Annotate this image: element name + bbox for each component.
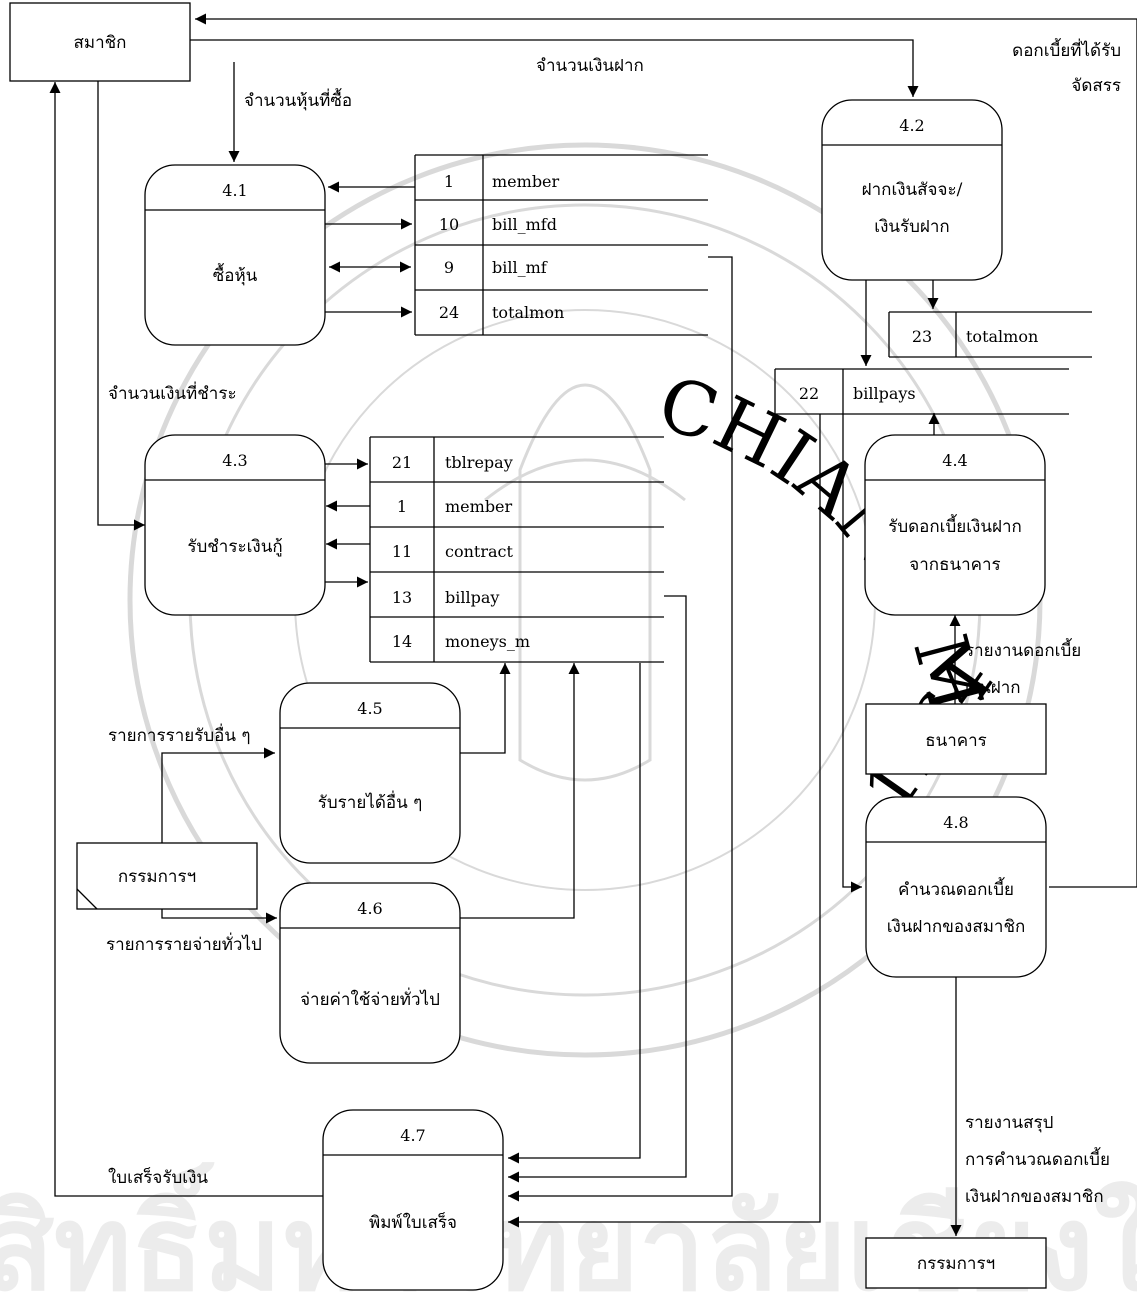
datastore-number: 11: [392, 542, 412, 561]
datastore-name: bill_mfd: [492, 215, 557, 234]
external-entity-label: กรรมการฯ: [917, 1254, 995, 1274]
flow-label-summary-report: การคำนวณดอกเบี้ย: [965, 1147, 1110, 1170]
flow-label-payment-amount: จำนวนเงินที่ชำระ: [108, 381, 237, 404]
flow-label-summary-report: รายงานสรุป: [965, 1113, 1053, 1133]
process-label: รับรายได้อื่น ๆ: [318, 790, 423, 813]
datastore-13-billpay: 13 billpay: [369, 572, 664, 618]
external-entity-label: สมาชิก: [74, 33, 127, 53]
flow-label-other-income-items: รายการรายรับอื่น ๆ: [108, 723, 251, 746]
datastore-number: 1: [397, 497, 407, 516]
process-4-2: 4.2 ฝากเงินสัจจะ/ เงินรับฝาก: [821, 99, 1003, 281]
datastore-23-totalmon: 23 totalmon: [888, 311, 1092, 358]
datastore-name: totalmon: [966, 327, 1038, 346]
flow-labels: ดอกเบี้ยที่ได้รับ จัดสรร จำนวนเงินฝาก จำ…: [106, 38, 1121, 1207]
datastore-9-bill-mf: 9 bill_mf: [414, 245, 708, 291]
datastore-number: 14: [392, 632, 412, 651]
process-id: 4.1: [222, 181, 247, 200]
process-4-4: 4.4 รับดอกเบี้ยเงินฝาก จากธนาคาร: [864, 434, 1046, 616]
datastore-number: 21: [392, 453, 412, 472]
process-label: เงินรับฝาก: [874, 217, 949, 237]
process-label: พิมพ์ใบเสร็จ: [369, 1211, 457, 1233]
datastore-group-4-1: 1 member 10 bill_mfd 9 bill_mf 24 totalm…: [414, 154, 708, 336]
flow-label-shares-bought: จำนวนหุ้นที่ซื้อ: [244, 88, 352, 111]
datastore-number: 10: [439, 215, 459, 234]
datastore-22-billpays: 22 billpays: [774, 368, 1069, 415]
external-entity-label: ธนาคาร: [925, 731, 987, 751]
datastore-name: billpays: [853, 384, 916, 403]
process-4-7: 4.7 พิมพ์ใบเสร็จ: [322, 1109, 504, 1291]
flow-label-interest-allocated: จัดสรร: [1071, 76, 1121, 96]
external-entity-committee: กรรมการฯ: [76, 842, 258, 910]
flow-label-summary-report: เงินฝากของสมาชิก: [965, 1187, 1104, 1207]
flow-label-bank-interest-report: เงินฝาก: [965, 678, 1021, 698]
datastore-name: moneys_m: [445, 632, 530, 651]
datastore-number: 24: [439, 303, 459, 322]
process-label: คำนวณดอกเบี้ย: [898, 877, 1014, 900]
process-id: 4.3: [222, 451, 247, 470]
datastore-1-member: 1 member: [414, 154, 708, 201]
datastore-1-member-b: 1 member: [369, 482, 664, 528]
datastore-name: bill_mf: [492, 258, 548, 277]
process-id: 4.6: [357, 899, 382, 918]
external-entity-label: กรรมการฯ: [118, 867, 196, 887]
process-label: รับชำระเงินกู้: [187, 537, 282, 557]
process-4-3: 4.3 รับชำระเงินกู้: [144, 434, 326, 616]
process-label: รับดอกเบี้ยเงินฝาก: [888, 514, 1022, 537]
flow-label-general-expense-items: รายการรายจ่ายทั่วไป: [106, 932, 262, 955]
external-entity-member: สมาชิก: [9, 2, 191, 82]
external-entity-committee-bottom: กรรมการฯ: [865, 1237, 1047, 1289]
datastore-21-tblrepay: 21 tblrepay: [369, 436, 664, 483]
flow-lines: [49, 13, 1137, 1236]
external-entity-bank: ธนาคาร: [865, 703, 1047, 775]
datastore-11-contract: 11 contract: [369, 527, 664, 573]
datastore-name: member: [492, 172, 560, 191]
datastore-name: billpay: [445, 588, 499, 607]
datastore-number: 22: [799, 384, 819, 403]
datastore-name: member: [445, 497, 513, 516]
datastore-name: contract: [445, 542, 513, 561]
datastore-number: 1: [444, 172, 454, 191]
process-4-1: 4.1 ซื้อหุ้น: [144, 164, 326, 346]
process-id: 4.4: [942, 451, 967, 470]
process-id: 4.7: [400, 1126, 425, 1145]
datastore-10-bill-mfd: 10 bill_mfd: [414, 200, 708, 246]
datastore-name: totalmon: [492, 303, 564, 322]
flow-label-interest-allocated: ดอกเบี้ยที่ได้รับ: [1012, 38, 1121, 61]
process-label: ซื้อหุ้น: [213, 263, 258, 286]
process-id: 4.8: [943, 813, 968, 832]
datastore-number: 9: [444, 258, 454, 277]
process-label: ฝากเงินสัจจะ/: [862, 180, 963, 200]
datastore-24-totalmon: 24 totalmon: [414, 290, 708, 336]
process-label: เงินฝากของสมาชิก: [887, 917, 1026, 937]
process-label: จากธนาคาร: [909, 555, 1000, 575]
process-4-8: 4.8 คำนวณดอกเบี้ย เงินฝากของสมาชิก: [865, 796, 1047, 978]
datastore-14-moneys-m: 14 moneys_m: [369, 617, 664, 663]
flow-label-bank-interest-report: รายงานดอกเบี้ย: [965, 638, 1081, 661]
process-id: 4.2: [899, 116, 924, 135]
datastore-number: 13: [392, 588, 412, 607]
process-4-5: 4.5 รับรายได้อื่น ๆ: [279, 682, 461, 864]
flow-label-receipt: ใบเสร็จรับเงิน: [108, 1166, 208, 1188]
datastore-name: tblrepay: [445, 453, 513, 472]
process-label: จ่ายค่าใช้จ่ายทั่วไป: [300, 987, 440, 1010]
datastore-number: 23: [912, 327, 932, 346]
process-id: 4.5: [357, 699, 382, 718]
process-4-6: 4.6 จ่ายค่าใช้จ่ายทั่วไป: [279, 882, 461, 1064]
datastore-group-4-3: 21 tblrepay 1 member 11 contract 13 bill…: [369, 436, 664, 663]
flow-label-deposit-amount: จำนวนเงินฝาก: [536, 56, 644, 76]
